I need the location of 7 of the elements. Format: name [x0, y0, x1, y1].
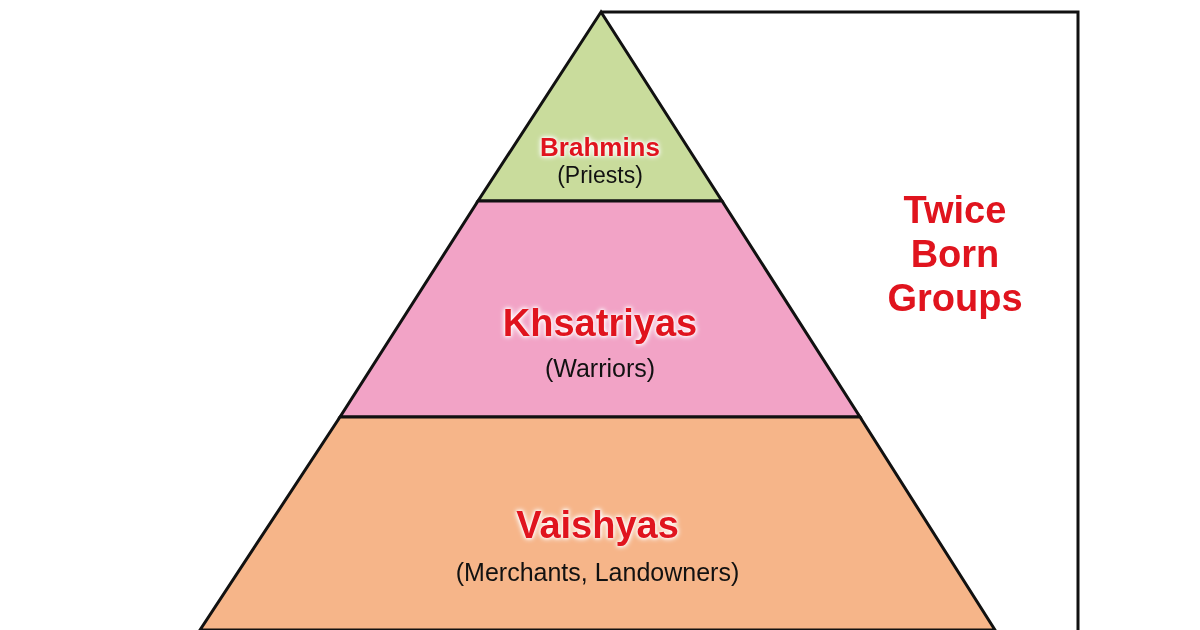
tier-name: Vaishyas — [516, 504, 679, 548]
tier-name: Khsatriyas — [502, 302, 698, 346]
tier-description: (Warriors) — [544, 354, 656, 383]
group-label: Twice Born Groups — [886, 188, 1024, 320]
tier-description: (Merchants, Landowners) — [455, 558, 740, 587]
tier-description: (Priests) — [557, 162, 643, 190]
tier-name: Brahmins — [540, 132, 660, 164]
